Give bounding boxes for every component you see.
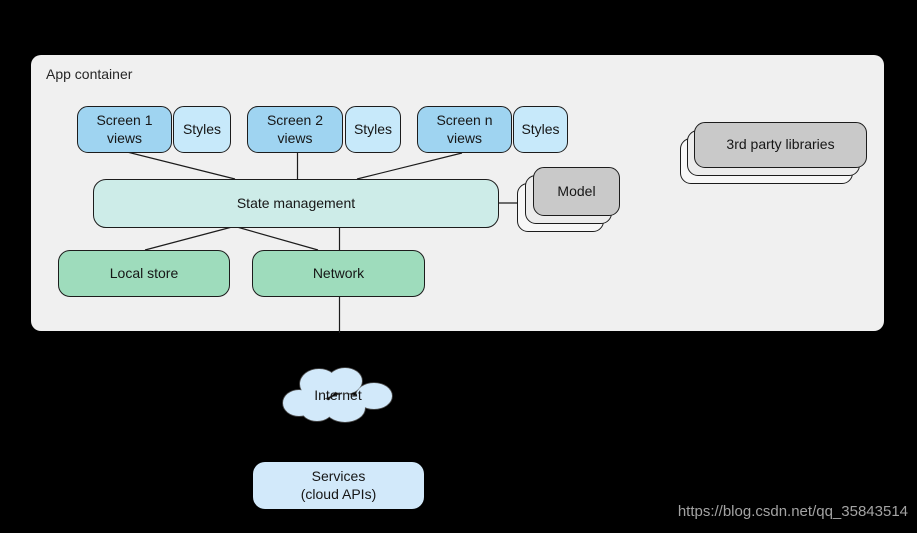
node-screen2-styles: Styles [345, 106, 401, 153]
internet-label: Internet [314, 387, 362, 403]
node-screen2-views: Screen 2 views [247, 106, 343, 153]
node-state-management: State management [93, 179, 499, 228]
node-screen1-views: Screen 1 views [77, 106, 172, 153]
model-card-top: Model [533, 167, 620, 216]
node-local-store: Local store [58, 250, 230, 297]
node-screenn-views: Screen n views [417, 106, 512, 153]
node-services: Services (cloud APIs) [253, 462, 424, 509]
app-container-label: App container [46, 66, 133, 82]
internet-cloud: Internet [281, 364, 395, 426]
node-screenn-styles: Styles [513, 106, 568, 153]
third-party-card-top: 3rd party libraries [694, 122, 867, 168]
internet-cloud-shape [282, 367, 393, 423]
watermark-text: https://blog.csdn.net/qq_35843514 [677, 503, 908, 520]
node-screen1-styles: Styles [173, 106, 231, 153]
node-network: Network [252, 250, 425, 297]
